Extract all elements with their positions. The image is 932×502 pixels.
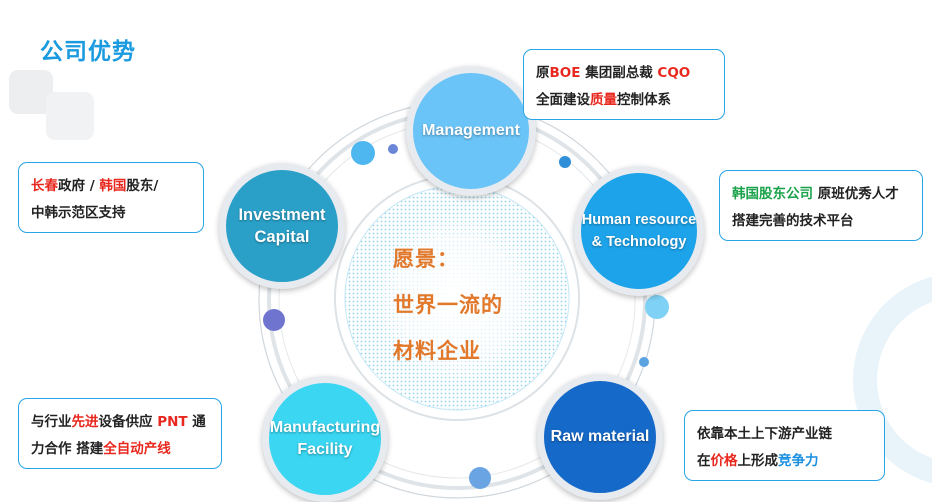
callout-raw-line-1: 依靠本土上下游产业链: [697, 421, 884, 448]
node-manufacturing-label-1: Manufacturing: [269, 419, 381, 436]
callout-human-line-1: 韩国股东公司 原班优秀人才: [732, 181, 922, 208]
callout-human-resource: 韩国股东公司 原班优秀人才 搭建完善的技术平台: [719, 170, 923, 241]
callout-manufacturing-line-1: 与行业先进设备供应 PNT 通: [31, 409, 221, 436]
text-highlight: 质量: [590, 92, 617, 108]
text-segment: 集团副总裁: [580, 65, 658, 81]
node-raw-label: Raw material: [550, 428, 650, 445]
vision-line-1: 愿景：: [393, 247, 459, 271]
text-highlight: 全自动产线: [103, 441, 171, 457]
decor-square-1: [9, 70, 53, 114]
callout-management: 原BOE 集团副总裁 CQO 全面建设质量控制体系: [523, 49, 725, 120]
text-segment: 与行业: [31, 414, 72, 430]
text-highlight: BOE: [549, 65, 581, 81]
callout-management-line-2: 全面建设质量控制体系: [536, 87, 724, 114]
text-segment: 原班优秀人才: [813, 186, 899, 202]
callout-human-line-2: 搭建完善的技术平台: [732, 208, 922, 235]
node-investment-label-1: Investment: [238, 206, 326, 224]
node-management: Management: [406, 66, 536, 196]
callout-raw-material: 依靠本土上下游产业链 在价格上形成竞争力: [684, 410, 885, 481]
text-segment: 在: [697, 453, 711, 469]
callout-raw-line-2: 在价格上形成竞争力: [697, 448, 884, 475]
text-segment: 中韩示范区支持: [31, 205, 126, 221]
callout-investment: 长春政府 / 韩国股东/ 中韩示范区支持: [18, 162, 204, 233]
text-highlight: 价格: [710, 453, 738, 469]
text-segment: 力合作 搭建: [31, 441, 104, 457]
node-human-label-1: Human resource: [581, 212, 697, 228]
vision-line-2: 世界一流的: [393, 293, 503, 317]
text-highlight: 韩国: [99, 178, 127, 194]
vision-text: 愿景： 世界一流的 材料企业: [393, 236, 503, 374]
text-highlight: 韩国股东公司: [732, 186, 813, 202]
node-manufacturing-label-2: Facility: [297, 441, 353, 458]
vision-line-3: 材料企业: [393, 339, 481, 363]
text-highlight: 先进: [71, 414, 99, 430]
text-segment: 政府 /: [58, 178, 100, 194]
text-segment: 原: [536, 65, 550, 81]
node-investment-label-2: Capital: [254, 228, 310, 246]
node-human-label-2: & Technology: [591, 234, 687, 250]
text-segment: 依靠本土上下游产业链: [697, 426, 832, 442]
text-segment: 设备供应: [98, 414, 158, 430]
text-highlight: PNT: [157, 414, 188, 430]
node-raw-material: Raw material: [537, 374, 663, 500]
node-investment: Investment Capital: [219, 163, 345, 289]
decor-square-2: [46, 92, 94, 140]
node-human-resource: Human resource & Technology: [574, 166, 704, 296]
callout-investment-line-2: 中韩示范区支持: [31, 200, 203, 227]
text-segment: 上形成: [737, 453, 779, 469]
callout-investment-line-1: 长春政府 / 韩国股东/: [31, 173, 203, 200]
text-segment: 股东/: [126, 178, 159, 194]
text-highlight: CQO: [657, 65, 691, 81]
callout-manufacturing-line-2: 力合作 搭建全自动产线: [31, 436, 221, 463]
node-management-label: Management: [422, 122, 520, 139]
text-segment: 全面建设: [536, 92, 590, 108]
callout-management-line-1: 原BOE 集团副总裁 CQO: [536, 60, 724, 87]
text-segment: 通: [187, 414, 206, 430]
text-segment: 控制体系: [617, 92, 671, 108]
text-highlight: 竞争力: [778, 453, 819, 469]
page-title: 公司优势: [40, 39, 136, 65]
text-highlight: 长春: [31, 178, 58, 194]
callout-manufacturing: 与行业先进设备供应 PNT 通 力合作 搭建全自动产线: [18, 398, 222, 469]
text-segment: 搭建完善的技术平台: [732, 213, 854, 229]
node-manufacturing: Manufacturing Facility: [262, 376, 388, 502]
